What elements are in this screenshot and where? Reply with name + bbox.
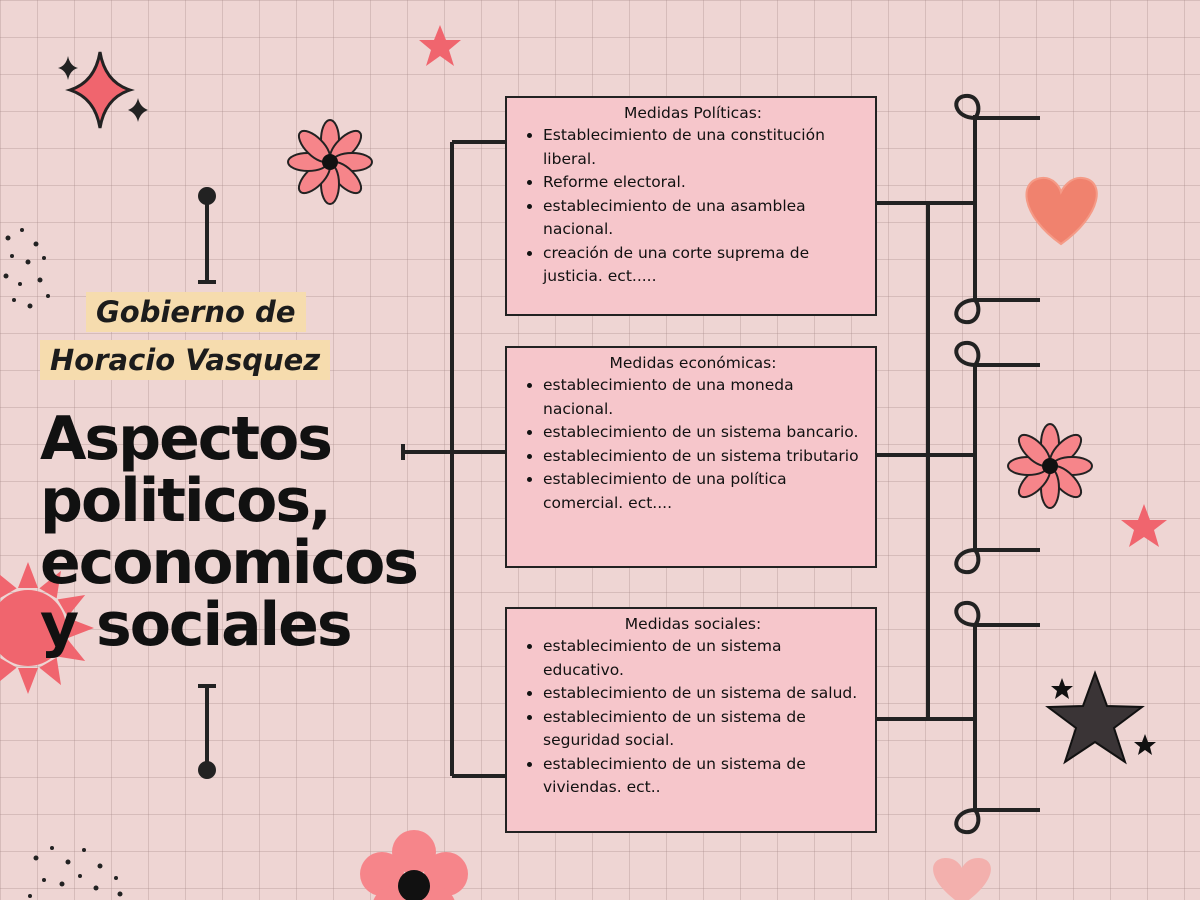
title-connector-bottom [198,684,216,779]
card-economic-measures: Medidas económicas: establecimiento de u… [505,346,877,568]
star-cluster-icon [1045,670,1156,765]
measure-list: Establecimiento de una constitución libe… [521,124,865,289]
list-item: establecimiento de un sistema de segurid… [543,706,865,753]
heart-icon [1025,176,1098,246]
subtitle-line-2: Horacio Vasquez [40,340,331,380]
sparkle-icon [58,51,148,129]
measure-list: establecimiento de una moneda nacional. … [521,374,865,515]
flower-icon-bottom [360,830,468,900]
sun-icon [0,562,94,694]
card-social-measures: Medidas sociales: establecimiento de un … [505,607,877,833]
title-line-1: Aspectos [40,404,333,474]
list-item: establecimiento de un sistema bancario. [543,421,865,445]
dots-decoration [3,228,50,309]
list-item: creación de una corte suprema de justici… [543,242,865,289]
star-icon-right [1121,504,1167,547]
card-political-measures: Medidas Políticas: Establecimiento de un… [505,96,877,316]
flower-icon [287,119,373,205]
subtitle-line-1: Gobierno de [86,292,306,332]
list-item: Reforme electoral. [543,171,865,195]
right-connector [877,93,1040,835]
list-item: establecimiento de un sistema educativo. [543,635,865,682]
card-heading: Medidas sociales: [624,615,762,633]
title-connector-top [198,187,216,284]
list-item: establecimiento de un sistema tributario [543,445,865,469]
list-item: establecimiento de un sistema de salud. [543,682,865,706]
measure-list: establecimiento de un sistema educativo.… [521,635,865,800]
title-line-2: politicos, [40,466,332,536]
list-item: establecimiento de un sistema de viviend… [543,753,865,800]
list-item: establecimiento de una política comercia… [543,468,865,515]
list-item: establecimiento de una asamblea nacional… [543,195,865,242]
flower-icon-right [1007,423,1093,509]
list-item: establecimiento de una moneda nacional. [543,374,865,421]
card-heading: Medidas Políticas: [624,104,762,122]
title-line-3: economicos [40,528,419,598]
star-icon [419,25,461,66]
dots-decoration-bottom [28,846,123,898]
list-item: Establecimiento de una constitución libe… [543,124,865,171]
main-title: Aspectos politicos, economicos y sociale… [40,404,419,660]
title-line-4: y sociales [40,590,353,660]
card-heading: Medidas económicas: [609,354,777,372]
bracket-connector [401,140,505,778]
heart-icon-bottom [933,858,991,900]
